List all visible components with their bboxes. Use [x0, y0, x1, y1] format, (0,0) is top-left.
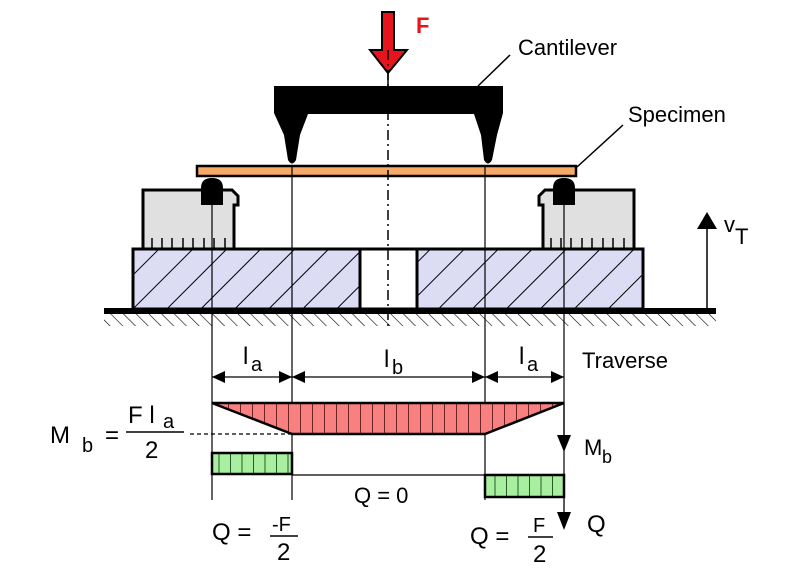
support-left [141, 178, 240, 251]
shear-left-numerator: -F [272, 514, 291, 536]
shear-left-denominator: 2 [277, 539, 290, 566]
traverse-line [104, 308, 716, 314]
support-block-left [141, 188, 240, 251]
base-block-left [131, 247, 362, 311]
formula-m: M [50, 422, 70, 449]
base-blocks [131, 247, 645, 311]
velocity-arrow-icon [697, 212, 717, 309]
force-label: F [416, 13, 429, 38]
cantilever [274, 86, 503, 164]
shear-block-left [210, 451, 294, 476]
support-scale-left [151, 238, 226, 249]
la-right-subscript: a [527, 354, 539, 376]
lb-subscript: b [392, 357, 403, 379]
la-right-label: l [519, 343, 524, 370]
traverse-label: Traverse [582, 348, 668, 373]
specimen-leader [576, 124, 624, 168]
ground-hatch [104, 311, 716, 326]
moment-formula: M b = F l a 2 [50, 402, 184, 464]
la-left-label: l [243, 343, 248, 370]
shear-left-label: Q = -F 2 [212, 514, 298, 566]
support-scale-right [550, 238, 625, 249]
shear-right-label: Q = F 2 [470, 515, 553, 568]
shear-left-lhs: Q = [212, 519, 251, 546]
cantilever-leader [477, 54, 511, 87]
shear-axis-label: Q [587, 511, 606, 538]
moment-diagram [212, 403, 564, 434]
la-left-subscript: a [251, 354, 263, 376]
cantilever-label: Cantilever [518, 35, 617, 60]
formula-m-subscript: b [82, 435, 93, 457]
formula-numerator: F l [128, 402, 155, 429]
traverse-ground [104, 308, 716, 326]
velocity-subscript: T [735, 224, 748, 249]
lb-label: l [384, 346, 389, 373]
formula-denominator: 2 [145, 437, 158, 464]
shear-right-denominator: 2 [533, 541, 546, 568]
moment-diagram-outline [211, 401, 565, 436]
moment-axis-subscript: b [602, 447, 612, 467]
shear-block-right [483, 473, 566, 499]
base-block-right [415, 247, 645, 311]
moment-axis-label: M [584, 435, 602, 460]
formula-numerator-subscript: a [163, 411, 175, 433]
moment-axis-arrow-icon [557, 403, 571, 452]
shear-axis-arrow-icon [557, 497, 571, 530]
specimen-bar [195, 164, 578, 178]
dimension-lines [212, 371, 564, 383]
specimen-label: Specimen [628, 102, 726, 127]
support-right [537, 178, 636, 251]
velocity-label: v [724, 212, 735, 237]
formula-equals: = [105, 422, 119, 449]
shear-right-lhs: Q = [470, 523, 509, 550]
shear-middle-label: Q = 0 [354, 483, 408, 508]
shear-right-numerator: F [533, 515, 545, 537]
